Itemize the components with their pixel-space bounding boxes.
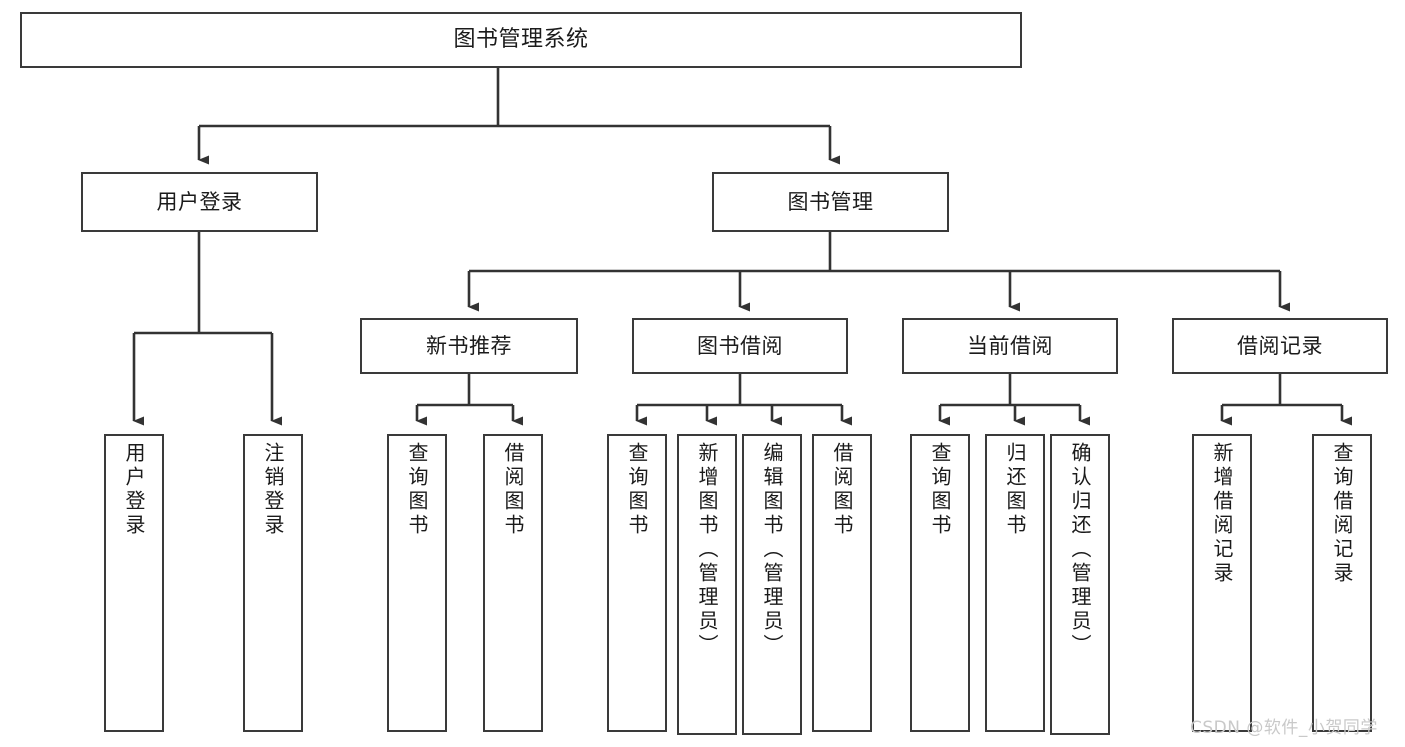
leaf-confirm-return-admin[interactable]: 确认归还（管理员）	[1050, 434, 1110, 735]
node-label: 新增图书（管理员）	[695, 442, 719, 658]
node-label: 查询借阅记录	[1330, 442, 1354, 586]
node-label: 查询图书	[928, 442, 952, 538]
node-label: 用户登录	[156, 189, 243, 214]
leaf-return-book[interactable]: 归还图书	[985, 434, 1045, 732]
node-label: 图书借阅	[697, 333, 783, 358]
node-label: 查询图书	[405, 442, 429, 538]
leaf-borrow-book[interactable]: 借阅图书	[812, 434, 872, 732]
node-label: 图书管理系统	[453, 27, 589, 53]
node-label: 新增借阅记录	[1210, 442, 1234, 586]
node-label: 借阅记录	[1237, 333, 1323, 358]
leaf-query-book-recommend[interactable]: 查询图书	[387, 434, 447, 732]
leaf-logout[interactable]: 注销登录	[243, 434, 303, 732]
node-label: 当前借阅	[967, 333, 1053, 358]
node-current-borrow[interactable]: 当前借阅	[902, 318, 1118, 374]
node-label: 用户登录	[122, 442, 146, 538]
node-label: 借阅图书	[830, 442, 854, 538]
csdn-watermark: CSDN @软件_小贺同学	[1190, 718, 1378, 738]
node-book-borrow[interactable]: 图书借阅	[632, 318, 848, 374]
node-book-management[interactable]: 图书管理	[712, 172, 949, 232]
node-label: 借阅图书	[501, 442, 525, 538]
leaf-edit-book-admin[interactable]: 编辑图书（管理员）	[742, 434, 802, 735]
node-label: 编辑图书（管理员）	[760, 442, 784, 658]
leaf-user-login[interactable]: 用户登录	[104, 434, 164, 732]
node-new-book-recommend[interactable]: 新书推荐	[360, 318, 578, 374]
leaf-add-book-admin[interactable]: 新增图书（管理员）	[677, 434, 737, 735]
node-borrow-record[interactable]: 借阅记录	[1172, 318, 1388, 374]
node-label: 图书管理	[787, 189, 874, 214]
leaf-query-borrow-record[interactable]: 查询借阅记录	[1312, 434, 1372, 732]
node-label: 确认归还（管理员）	[1068, 442, 1092, 658]
leaf-add-borrow-record[interactable]: 新增借阅记录	[1192, 434, 1252, 732]
node-label: 新书推荐	[426, 333, 512, 358]
leaf-query-book-current[interactable]: 查询图书	[910, 434, 970, 732]
node-root-system[interactable]: 图书管理系统	[20, 12, 1022, 68]
node-user-login[interactable]: 用户登录	[81, 172, 318, 232]
leaf-query-book-borrow[interactable]: 查询图书	[607, 434, 667, 732]
leaf-borrow-book-recommend[interactable]: 借阅图书	[483, 434, 543, 732]
node-label: 查询图书	[625, 442, 649, 538]
node-label: 注销登录	[261, 442, 285, 538]
node-label: 归还图书	[1003, 442, 1027, 538]
